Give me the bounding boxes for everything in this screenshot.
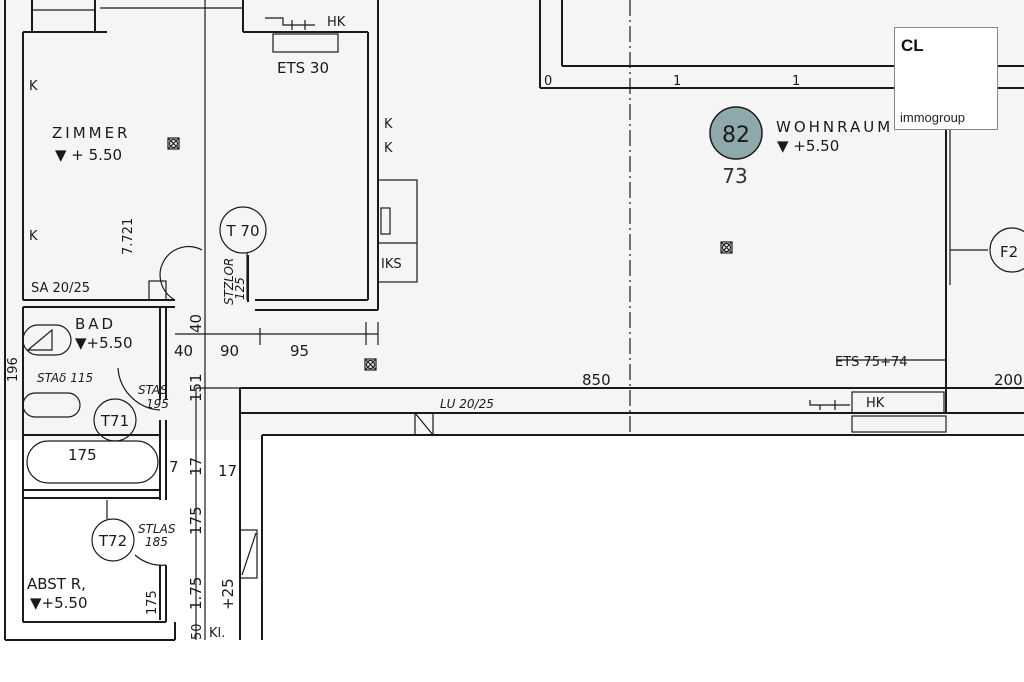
label-stas115: STAδ 115 [37,371,93,385]
svg-text:17: 17 [187,457,205,476]
svg-text:196: 196 [6,357,21,382]
label-stas185: STLAS [138,522,176,536]
svg-text:850: 850 [582,371,611,389]
logo-name: immogroup [900,110,966,125]
light-fixture-icons [167,137,733,371]
door-tag-t71: T71 [100,412,129,430]
room-badge-sub: 73 [722,164,747,188]
svg-text:+25: +25 [219,578,237,610]
door-tag-t72: T72 [98,532,127,550]
svg-text:95: 95 [290,342,309,360]
ceiling-light-icon [167,137,180,150]
room-name-abstr: ABST R, [27,575,86,593]
room-level-zimmer: ▼ + 5.50 [55,146,122,164]
label-k: K [384,117,393,132]
walls [4,0,1024,641]
svg-text:7: 7 [169,458,179,476]
label-hk-top: HK [327,15,346,30]
svg-text:175: 175 [68,446,97,464]
label-kl: Kl. [209,626,225,641]
svg-text:175: 175 [145,590,160,615]
door-tag-t70: T 70 [225,222,259,240]
door-tag-f2: F2 [1000,243,1018,261]
ceiling-light-icon [364,358,377,371]
label-k: K [29,79,38,94]
room-name-zimmer: ZIMMER [52,124,130,142]
label-sa: SA 20/25 [31,281,90,296]
svg-text:1: 1 [792,74,800,89]
label-stzlor-n: 125 [233,277,247,300]
svg-text:1: 1 [673,74,681,89]
svg-text:1.75: 1.75 [187,577,205,610]
label-stzlor: STZLOR [222,258,236,305]
room-badge [709,106,763,160]
label-iks: IKS [381,257,402,272]
label-ets-right: ETS 75+74 [835,355,908,370]
label-stas195: STAS [138,383,168,397]
dim-zimmer: 7.721 [121,218,136,255]
room-level-abstr: ▼+5.50 [30,594,88,612]
svg-text:40: 40 [187,314,205,333]
label-k: K [29,229,38,244]
svg-text:200: 200 [994,371,1023,389]
label-lu: LU 20/25 [440,397,494,411]
room-name-bad: BAD [75,315,116,333]
svg-text:90: 90 [220,342,239,360]
annotations: HK ETS 30 IKS SA 20/25 STZLOR 125 STAδ 1… [29,15,908,641]
svg-text:17: 17 [218,462,237,480]
dimension-ticks [259,322,379,345]
label-k: K [384,141,393,156]
dimensions: 40 40 90 95 151 196 175 7 17 17 175 1.75… [6,74,1023,640]
company-logo: CL immogroup [894,27,998,130]
room-level-wohnraum: ▼ +5.50 [777,137,839,155]
room-badge-number: 82 [722,123,750,148]
svg-text:40: 40 [174,342,193,360]
svg-text:151: 151 [187,373,205,402]
ceiling-light-icon [720,241,733,254]
label-stas185-n: 185 [145,535,168,549]
room-name-wohnraum: WOHNRAUM [776,118,893,136]
logo-brand: CL [901,36,924,55]
svg-text:0: 0 [544,74,552,89]
label-stas195-n: 195 [146,397,169,411]
door-tags: T 70 T71 T72 F2 [91,206,1024,562]
svg-text:175: 175 [187,506,205,535]
label-hk-right: HK [866,396,885,411]
label-ets30: ETS 30 [277,59,329,77]
svg-text:50: 50 [190,623,205,640]
room-level-bad: ▼+5.50 [75,334,133,352]
